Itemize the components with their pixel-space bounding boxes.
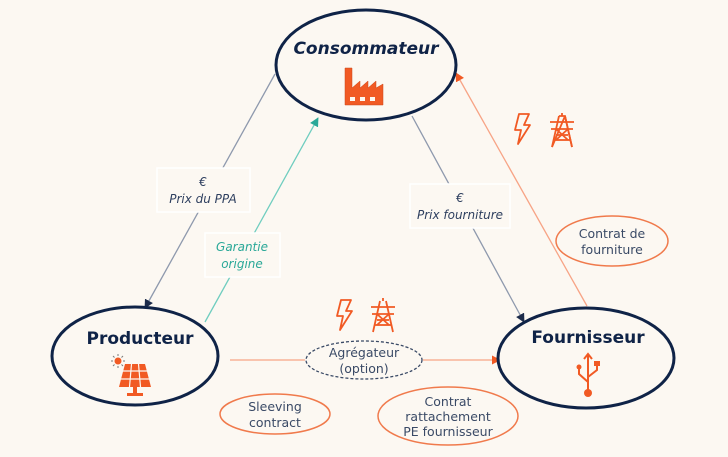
garantie-line1: Garantie <box>216 240 268 254</box>
contrat-fourniture-bubble: Contrat de fourniture <box>555 215 669 267</box>
prix-ppa-label: € Prix du PPA <box>156 167 251 213</box>
garantie-line2: origine <box>221 257 263 271</box>
producteur-title: Producteur <box>86 329 194 349</box>
lightning-icon <box>336 299 353 331</box>
prix-fourniture-text: Prix fourniture <box>417 208 503 222</box>
contrat-fourniture-line1: Contrat de <box>579 226 646 241</box>
edge-fournisseur-to-consommateur <box>455 72 588 307</box>
agregateur-line1: Agrégateur <box>329 345 400 360</box>
fournisseur-title: Fournisseur <box>531 328 645 348</box>
agregateur-line2: (option) <box>339 361 388 376</box>
prix-fourniture-label: € Prix fourniture <box>409 183 511 229</box>
pylon-icon <box>371 298 395 333</box>
pylon-icon <box>550 113 574 148</box>
sun-icon <box>111 354 125 368</box>
usb-icon <box>576 352 600 397</box>
contrat-rattachement-bubble: Contrat rattachement PE fournisseur <box>377 386 519 446</box>
edge-producteur-to-consommateur-garantie <box>204 117 319 323</box>
sleeving-line2: contract <box>249 415 301 430</box>
sleeving-line1: Sleeving <box>248 399 302 414</box>
factory-icon <box>344 67 384 106</box>
node-consommateur[interactable]: Consommateur <box>274 8 458 122</box>
rattachement-line2: rattachement <box>405 409 491 424</box>
lightning-icon <box>514 113 531 145</box>
node-producteur[interactable]: Producteur <box>50 305 220 407</box>
prix-ppa-symbol: € <box>198 175 207 189</box>
rattachement-line3: PE fournisseur <box>403 424 493 439</box>
garantie-origine-label: Garantie origine <box>204 232 281 278</box>
sleeving-contract-bubble: Sleeving contract <box>219 393 331 435</box>
solar-panel-icon <box>111 354 151 396</box>
prix-ppa-text: Prix du PPA <box>169 192 237 206</box>
rattachement-line1: Contrat <box>425 394 472 409</box>
consommateur-title: Consommateur <box>293 39 440 59</box>
agregateur-bubble: Agrégateur (option) <box>305 340 423 380</box>
contrat-fourniture-line2: fourniture <box>581 242 643 257</box>
node-fournisseur[interactable]: Fournisseur <box>496 306 676 410</box>
prix-fourniture-symbol: € <box>455 191 464 205</box>
